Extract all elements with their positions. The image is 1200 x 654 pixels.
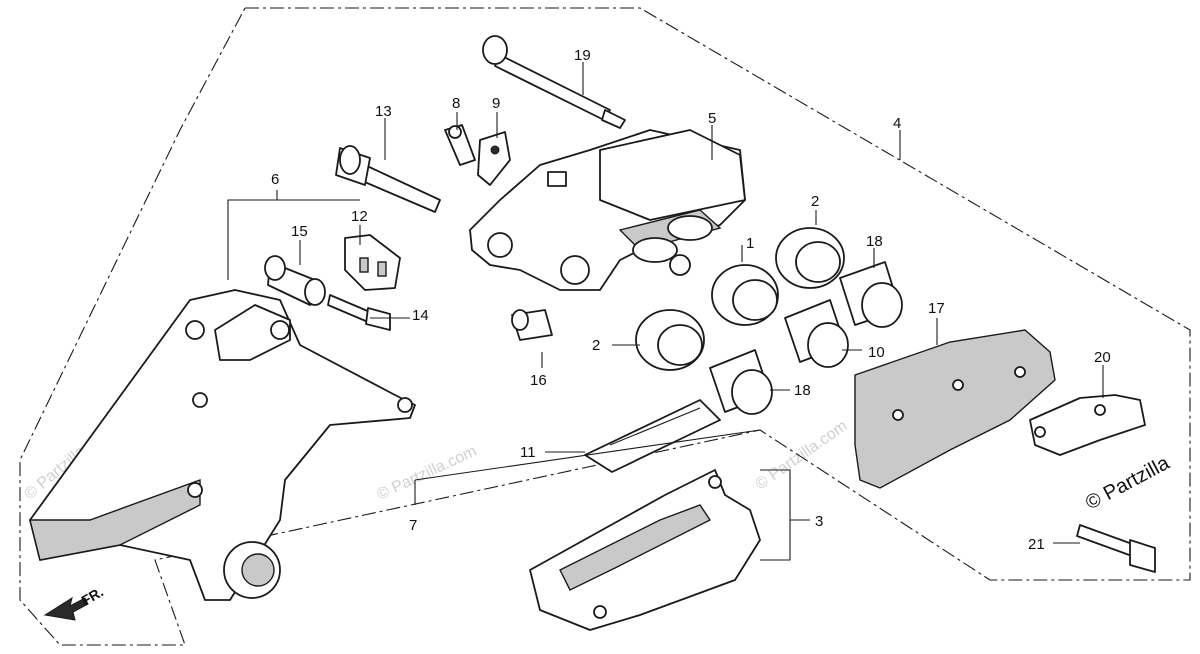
leader-lines [227, 62, 1104, 561]
dust-seal [635, 309, 705, 371]
callout-13: 13 [375, 103, 392, 120]
callout-11: 11 [520, 444, 536, 461]
caliper-piston [784, 299, 849, 368]
callout-10: 10 [868, 344, 885, 361]
callout-5: 5 [708, 110, 716, 127]
callout-2: 2 [592, 337, 600, 354]
caliper-body [469, 129, 746, 291]
caliper-piston-small [511, 309, 553, 341]
dust-seal [775, 227, 845, 289]
callout-2: 2 [811, 193, 819, 210]
pin-boot [264, 255, 326, 306]
callout-3: 3 [815, 513, 823, 530]
bleeder-screw [444, 124, 476, 166]
bleeder-cap [477, 131, 511, 186]
caliper-piston [709, 349, 773, 415]
callout-19: 19 [574, 47, 591, 64]
caliper-pin [335, 145, 441, 213]
callout-18: 18 [866, 233, 883, 250]
pad-bracket [1029, 394, 1146, 456]
pad-shim [854, 329, 1056, 489]
callout-8: 8 [452, 95, 460, 112]
callout-9: 9 [492, 95, 500, 112]
brake-pads [529, 469, 761, 631]
caliper-piston [839, 261, 903, 328]
callout-16: 16 [530, 372, 547, 389]
callout-15: 15 [291, 223, 308, 240]
assembly-boundary [19, 7, 1191, 646]
callout-14: 14 [412, 307, 429, 324]
callout-20: 20 [1094, 349, 1111, 366]
watermark: © Partzilla.com [753, 418, 851, 494]
callout-18: 18 [794, 382, 811, 399]
callout-12: 12 [351, 208, 368, 225]
front-arrow-icon [43, 596, 89, 621]
callout-6: 6 [271, 171, 279, 188]
mounting-bolt [1076, 524, 1156, 573]
callout-17: 17 [928, 300, 945, 317]
pad-spring [584, 399, 721, 473]
callout-7: 7 [409, 517, 417, 534]
caliper-bolt [482, 35, 626, 129]
copyright-label: © Partzilla [1082, 452, 1174, 515]
bracket-bolt [327, 294, 391, 331]
callout-4: 4 [893, 115, 901, 132]
piston-seal [711, 264, 779, 326]
caliper-bracket [29, 289, 416, 601]
callout-1: 1 [746, 235, 754, 252]
retainer-clip [344, 234, 401, 291]
callout-21: 21 [1028, 536, 1045, 553]
